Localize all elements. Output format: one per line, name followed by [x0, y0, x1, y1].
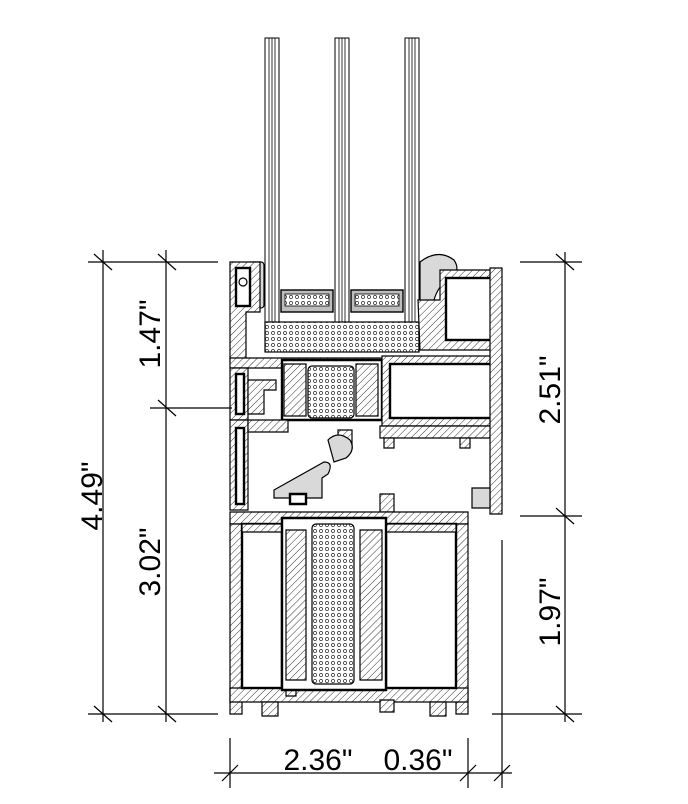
- dim-bottom-left: 2.36": [283, 744, 352, 777]
- dim-upper-left: 1.47": [134, 299, 167, 368]
- lower-thermal-break: [280, 516, 388, 692]
- outer-seal-gasket: [471, 487, 491, 509]
- wedge-gasket: [273, 461, 331, 499]
- sash-profile: [229, 261, 501, 421]
- upper-insulation-core: [307, 365, 355, 419]
- lower-frame: [229, 511, 469, 717]
- dim-bottom-right: 0.36": [383, 744, 452, 777]
- glass-panes: [264, 37, 420, 351]
- secondary-sealant: [264, 321, 420, 353]
- dim-total-height: 4.49": [76, 461, 109, 530]
- middle-gasket-region: [229, 419, 395, 513]
- center-seal-gasket: [327, 434, 353, 463]
- glass-pane-left: [264, 37, 280, 351]
- spacer-right-desiccant: [354, 293, 400, 307]
- glass-pane-middle: [334, 37, 350, 351]
- dim-lower-left: 3.02": [134, 527, 167, 596]
- upper-right-chamber: [379, 355, 503, 449]
- glass-pane-right: [404, 37, 420, 351]
- dim-lower-right: 1.97": [534, 577, 567, 646]
- glass-spacers: [280, 289, 404, 313]
- dimension-lines: [88, 250, 582, 788]
- dim-upper-right: 2.51": [534, 355, 567, 424]
- upper-thermal-break: [280, 358, 384, 422]
- lower-insulation-core: [311, 523, 355, 685]
- spacer-left-desiccant: [284, 293, 330, 307]
- outer-frame-right: [471, 267, 503, 515]
